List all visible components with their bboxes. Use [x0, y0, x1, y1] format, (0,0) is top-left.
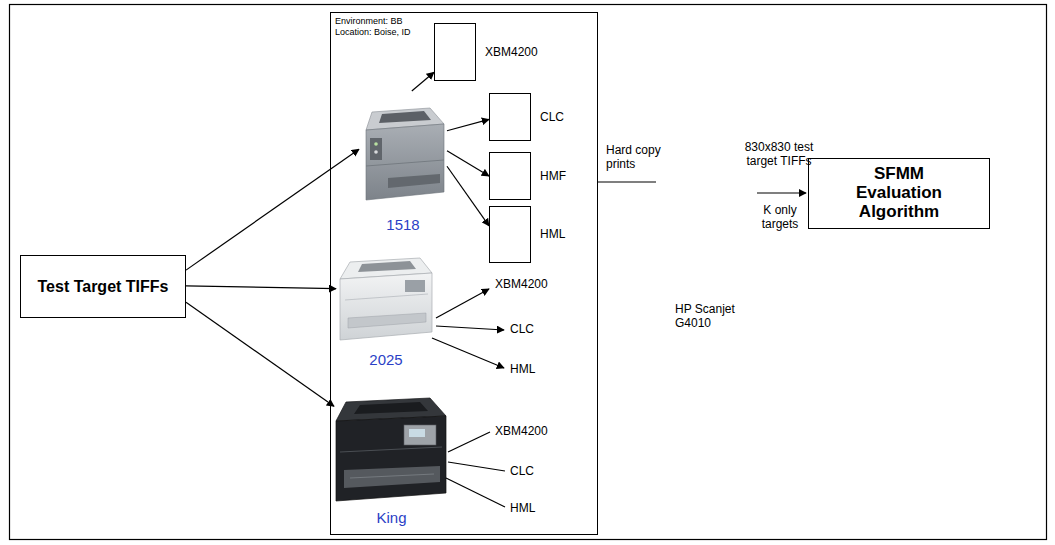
input-arrow	[757, 192, 806, 193]
media-label: HML	[510, 501, 535, 515]
printer-illustration	[354, 402, 428, 414]
printer-illustration	[340, 273, 432, 340]
note-label: Hard copy prints	[606, 143, 661, 171]
printer-illustration	[366, 108, 444, 200]
printer-illustration	[340, 258, 432, 340]
media-label: XBM4200	[495, 424, 548, 438]
label-box: XBM4200	[495, 277, 548, 291]
printer-node: 1518	[359, 91, 447, 233]
note-label: 830x830 test target TIFFs	[745, 140, 814, 168]
flow-arrow	[447, 119, 489, 130]
printer-illustration	[340, 447, 442, 452]
printer-illustration	[348, 313, 426, 328]
printer-node: 2025	[336, 253, 436, 368]
flow-arrow	[186, 149, 359, 270]
box-label: SFMM Evaluation Algorithm	[849, 165, 949, 221]
printer-label: King	[376, 510, 406, 527]
label-box: CLC	[510, 322, 534, 336]
output-line	[446, 432, 505, 507]
printer-illustration	[374, 150, 378, 154]
label-box: HML	[510, 362, 535, 376]
printer-illustration	[336, 416, 446, 501]
printer-illustration	[358, 261, 416, 272]
label-box: HP Scanjet G4010	[675, 302, 747, 331]
label-box: XBM4200	[495, 424, 548, 438]
media-label: CLC	[510, 464, 534, 478]
note-label: K only targets	[762, 203, 799, 231]
label-box: HML	[510, 501, 535, 515]
media-label: XBM4200	[485, 45, 538, 59]
printer-illustration	[370, 138, 382, 160]
flow-arrow	[447, 166, 489, 226]
printer-illustration	[388, 174, 440, 188]
label-box: K only targets	[756, 203, 804, 232]
note-label: HP Scanjet G4010	[675, 302, 735, 330]
media-box: CLC	[489, 93, 531, 141]
flow-arrow	[412, 72, 434, 91]
printer-node: King	[334, 393, 449, 526]
printer-illustration	[374, 142, 378, 146]
label-box: 830x830 test target TIFFs	[737, 140, 821, 169]
printer-label: 2025	[369, 352, 402, 369]
process-box: Test Target TIFFs	[20, 255, 186, 318]
media-box: XBM4200	[434, 23, 476, 81]
process-box: SFMM Evaluation Algorithm	[808, 158, 990, 229]
media-label: HMF	[540, 169, 566, 183]
flow-arrow	[186, 302, 334, 406]
output-line	[448, 432, 490, 452]
output-line	[448, 462, 505, 471]
printer-illustration	[366, 160, 444, 166]
environment-box: Environment: BBLocation: Boise, ID1518XB…	[330, 12, 598, 535]
output-arrow	[432, 338, 504, 368]
printer-illustration	[379, 111, 431, 123]
media-label: HML	[540, 227, 565, 241]
printer-illustration	[409, 429, 425, 437]
media-label: CLC	[510, 322, 534, 336]
output-line	[598, 181, 656, 182]
flow-arrow	[447, 151, 489, 176]
printer-illustration	[366, 124, 444, 200]
output-arrow	[432, 289, 504, 368]
printer-illustration	[336, 398, 446, 501]
printer-illustration	[405, 280, 425, 292]
media-box: HML	[489, 206, 531, 263]
media-label: HML	[510, 362, 535, 376]
output-arrow	[436, 326, 504, 330]
output-line	[446, 478, 505, 507]
media-label: CLC	[540, 110, 564, 124]
printer-illustration	[345, 294, 428, 300]
printer-label: 1518	[386, 217, 419, 234]
printer-illustration	[344, 466, 440, 488]
label-box: Hard copy prints	[606, 143, 668, 172]
printer-illustration	[350, 474, 434, 478]
printer-illustration	[404, 425, 436, 445]
media-box: HMF	[489, 152, 531, 200]
box-label: Test Target TIFFs	[38, 278, 169, 296]
flow-arrow	[186, 286, 336, 289]
outer-frame	[10, 5, 1047, 540]
label-box: CLC	[510, 464, 534, 478]
media-label: XBM4200	[495, 277, 548, 291]
output-arrow	[436, 289, 489, 318]
